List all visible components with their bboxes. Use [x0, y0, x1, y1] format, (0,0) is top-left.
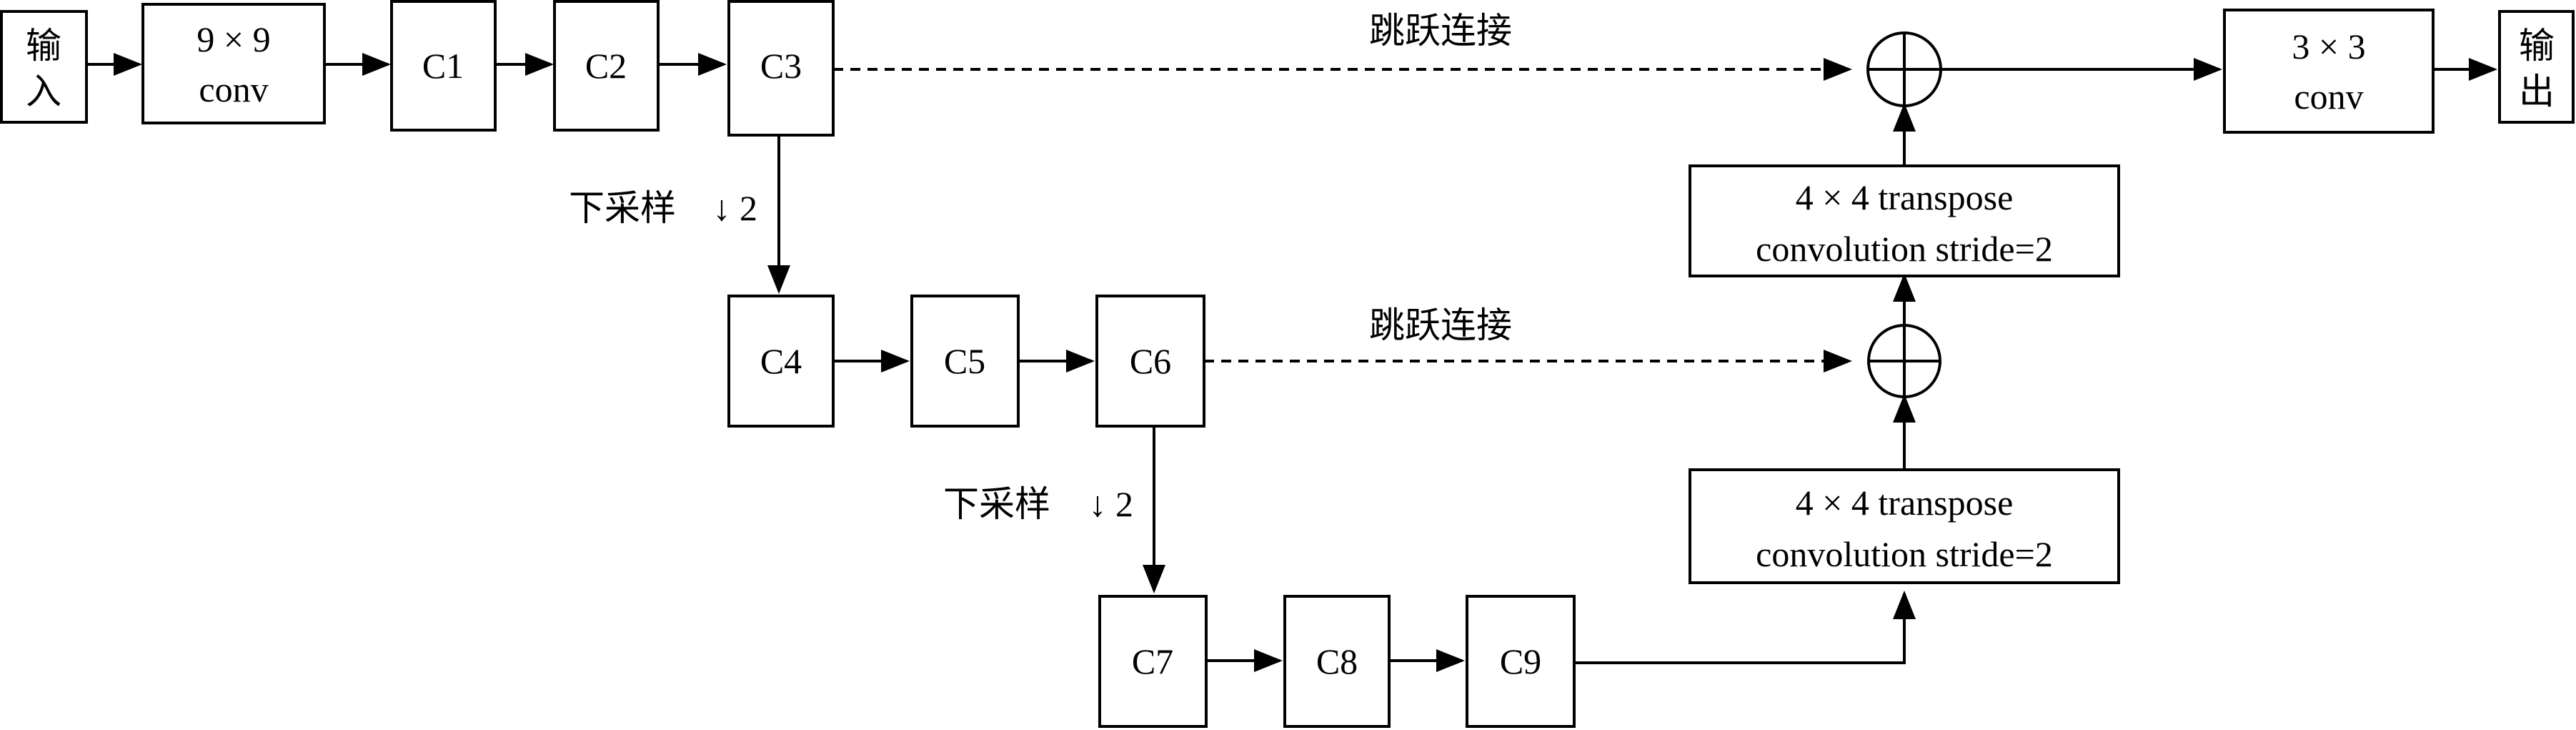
- downsample-label-1: 下采样: [569, 187, 676, 229]
- input-label-line1: 输: [26, 25, 61, 66]
- conv3-label-line1: 3 × 3: [2292, 26, 2365, 66]
- node-c8: C8: [1283, 595, 1391, 728]
- node-c2: C2: [553, 0, 660, 132]
- downsample-factor-2: ↓ 2: [1089, 484, 1134, 524]
- c6-label: C6: [1130, 341, 1171, 381]
- node-c7: C7: [1098, 595, 1208, 728]
- connectors: [86, 53, 2497, 672]
- transpose-top-line2: convolution stride=2: [1756, 229, 2053, 269]
- input-label-line2: 入: [26, 71, 61, 112]
- edge-labels: 跳跃连接 跳跃连接 下采样 ↓ 2 下采样 ↓ 2: [569, 10, 1512, 525]
- node-conv3: 3 × 3 conv: [2223, 9, 2435, 134]
- transpose-top-line1: 4 × 4 transpose: [1796, 177, 2014, 217]
- downsample-label-2: 下采样: [943, 483, 1050, 525]
- c1-label: C1: [422, 46, 464, 86]
- c3-label: C3: [760, 46, 802, 86]
- node-c3: C3: [727, 0, 835, 137]
- skip-label-top: 跳跃连接: [1369, 10, 1512, 51]
- transpose-bottom-line1: 4 × 4 transpose: [1796, 483, 2014, 523]
- sum-node-top: [1866, 31, 1942, 107]
- downsample-factor-1: ↓ 2: [713, 188, 758, 228]
- node-c1: C1: [390, 0, 497, 132]
- output-label-line2: 出: [2519, 71, 2555, 112]
- output-label-line1: 输: [2519, 25, 2555, 66]
- node-c5: C5: [910, 295, 1020, 428]
- c9-label: C9: [1500, 641, 1541, 681]
- c5-label: C5: [944, 341, 985, 381]
- conv3-label-line2: conv: [2294, 77, 2363, 117]
- node-transpose-top: 4 × 4 transpose convolution stride=2: [1689, 164, 2120, 277]
- sum-node-mid: [1867, 324, 1941, 398]
- node-input: 输 入: [0, 10, 88, 124]
- arrow-c9-transpose-bottom: [1574, 591, 1916, 664]
- conv9-label-line2: conv: [199, 69, 268, 109]
- node-transpose-bottom: 4 × 4 transpose convolution stride=2: [1689, 468, 2120, 584]
- c8-label: C8: [1316, 641, 1358, 681]
- c2-label: C2: [585, 46, 627, 86]
- node-c4: C4: [727, 295, 835, 428]
- node-output: 输 出: [2498, 10, 2575, 124]
- node-c9: C9: [1466, 595, 1576, 728]
- conv9-label-line1: 9 × 9: [197, 19, 270, 59]
- skip-label-mid: 跳跃连接: [1369, 305, 1512, 346]
- transpose-bottom-line2: convolution stride=2: [1756, 534, 2053, 574]
- node-c6: C6: [1095, 295, 1205, 428]
- c7-label: C7: [1132, 641, 1173, 681]
- node-conv9: 9 × 9 conv: [141, 3, 326, 124]
- c4-label: C4: [760, 341, 802, 381]
